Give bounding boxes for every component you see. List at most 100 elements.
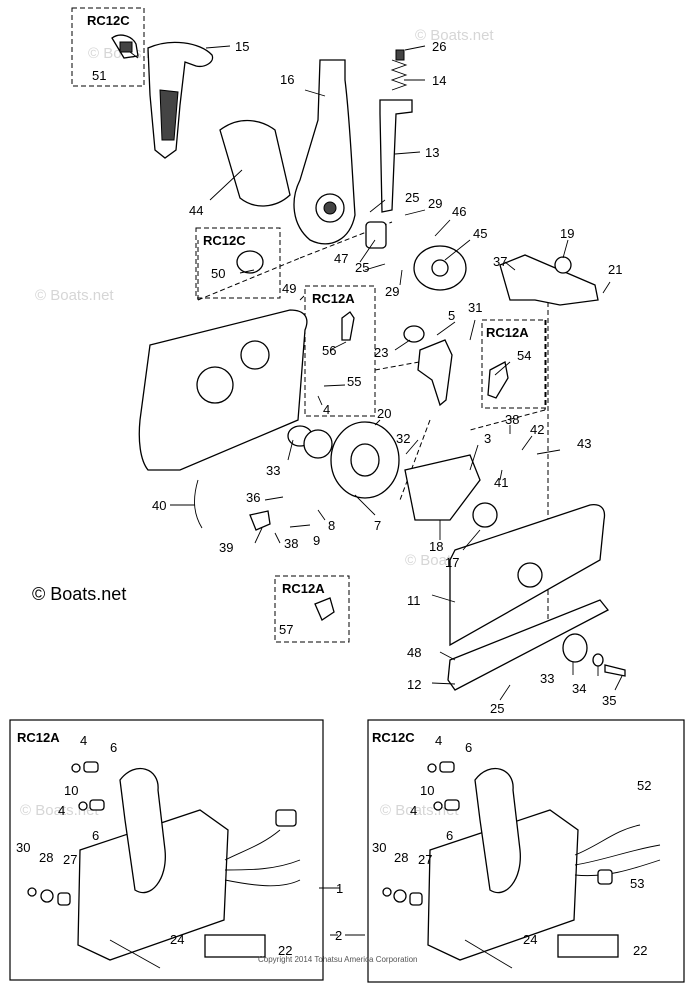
callout: 33 (266, 463, 280, 478)
callout: 32 (396, 431, 410, 446)
cam-part (417, 339, 453, 407)
callout: 28 (394, 850, 408, 865)
callout: 26 (432, 39, 446, 54)
callout: 10 (64, 783, 78, 798)
leader-lines (129, 45, 623, 701)
bushing-47 (365, 221, 387, 249)
callout: 25 (355, 260, 369, 275)
rc12c-panel-label: RC12C (372, 730, 415, 745)
callout: 22 (278, 943, 292, 958)
rc12a-mid-box (304, 285, 376, 417)
callout: 6 (92, 828, 99, 843)
callout: 49 (282, 281, 296, 296)
watermark-main: © Boats.net (32, 584, 126, 604)
callout: 36 (246, 490, 260, 505)
rc12a-right-box (481, 319, 547, 409)
callout: 24 (170, 932, 184, 947)
callout: 24 (523, 932, 537, 947)
callout: 37 (493, 254, 507, 269)
callout: 55 (347, 374, 361, 389)
rc12a-panel (9, 719, 324, 981)
callout: 25 (405, 190, 419, 205)
callout: 25 (490, 701, 504, 716)
callout: 38 (284, 536, 298, 551)
arm-part (499, 254, 599, 306)
callout: 38 (505, 412, 519, 427)
rc12c-assembly (345, 761, 661, 969)
rc12a-low-box (274, 575, 350, 643)
rod-part (379, 99, 413, 213)
clip-40 (194, 479, 203, 529)
lever-54 (487, 361, 509, 399)
callout: 35 (602, 693, 616, 708)
bracket-57 (314, 597, 335, 621)
callout: 44 (189, 203, 203, 218)
callout: 27 (63, 852, 77, 867)
callout: 42 (530, 422, 544, 437)
callout: 2 (335, 928, 342, 943)
callout: 12 (407, 677, 421, 692)
callout: 9 (313, 533, 320, 548)
callout: 51 (92, 68, 106, 83)
callout: 47 (334, 251, 348, 266)
rc12a-right-label: RC12A (486, 325, 529, 340)
rc12c-mid-label: RC12C (203, 233, 246, 248)
callout: 1 (336, 881, 343, 896)
bushing-50 (236, 250, 264, 274)
callout: 41 (494, 475, 508, 490)
rc12a-panel-label: RC12A (17, 730, 60, 745)
callout: 31 (468, 300, 482, 315)
cover-part (219, 119, 291, 207)
rc12c-top-label: RC12C (87, 13, 130, 28)
callout: 6 (465, 740, 472, 755)
callout: 52 (637, 778, 651, 793)
callout: 4 (58, 803, 65, 818)
watermark: © Boats.net (415, 27, 494, 44)
callout: 16 (280, 72, 294, 87)
callout: 11 (407, 593, 421, 608)
callout: 22 (633, 943, 647, 958)
ring-33 (562, 633, 588, 663)
rc12c-panel (367, 719, 685, 983)
callout: 57 (279, 622, 293, 637)
callout: 10 (420, 783, 434, 798)
callout: 20 (377, 406, 391, 421)
callout: 40 (152, 498, 166, 513)
callout: 21 (608, 262, 622, 277)
callout: 18 (429, 539, 443, 554)
callouts-rc12a-panel: 4 6 10 4 6 30 28 27 24 22 1 (16, 733, 343, 958)
callout: 56 (322, 343, 336, 358)
callout: 28 (39, 850, 53, 865)
callout: 39 (219, 540, 233, 555)
callout: 4 (410, 803, 417, 818)
callout: 13 (425, 145, 439, 160)
handle-part (111, 34, 214, 159)
callout: 3 (484, 431, 491, 446)
rc12a-mid-label: RC12A (312, 291, 355, 306)
callouts-rc12c-panel: 4 6 10 52 4 6 30 28 27 53 24 22 2 (335, 733, 651, 958)
callouts-upper: 51 15 26 14 16 13 44 25 29 46 47 45 19 3… (92, 39, 622, 716)
copyright-notice: Copyright 2014 Tohatsu America Corporati… (258, 955, 418, 964)
callout: 53 (630, 876, 644, 891)
callout: 54 (517, 348, 531, 363)
callout: 34 (572, 681, 586, 696)
callout: 30 (372, 840, 386, 855)
callout: 30 (16, 840, 30, 855)
callout: 4 (80, 733, 87, 748)
callout: 48 (407, 645, 421, 660)
callout: 43 (577, 436, 591, 451)
callout: 46 (452, 204, 466, 219)
callout: 29 (428, 196, 442, 211)
rc12c-top-box (71, 7, 145, 87)
callout: 4 (435, 733, 442, 748)
guide-lines (197, 221, 549, 640)
callout: 29 (385, 284, 399, 299)
rc12a-low-label: RC12A (282, 581, 325, 596)
gear-plate (404, 454, 481, 521)
spring-part (390, 59, 408, 91)
callout: 50 (211, 266, 225, 281)
callout: 15 (235, 39, 249, 54)
callout: 6 (110, 740, 117, 755)
